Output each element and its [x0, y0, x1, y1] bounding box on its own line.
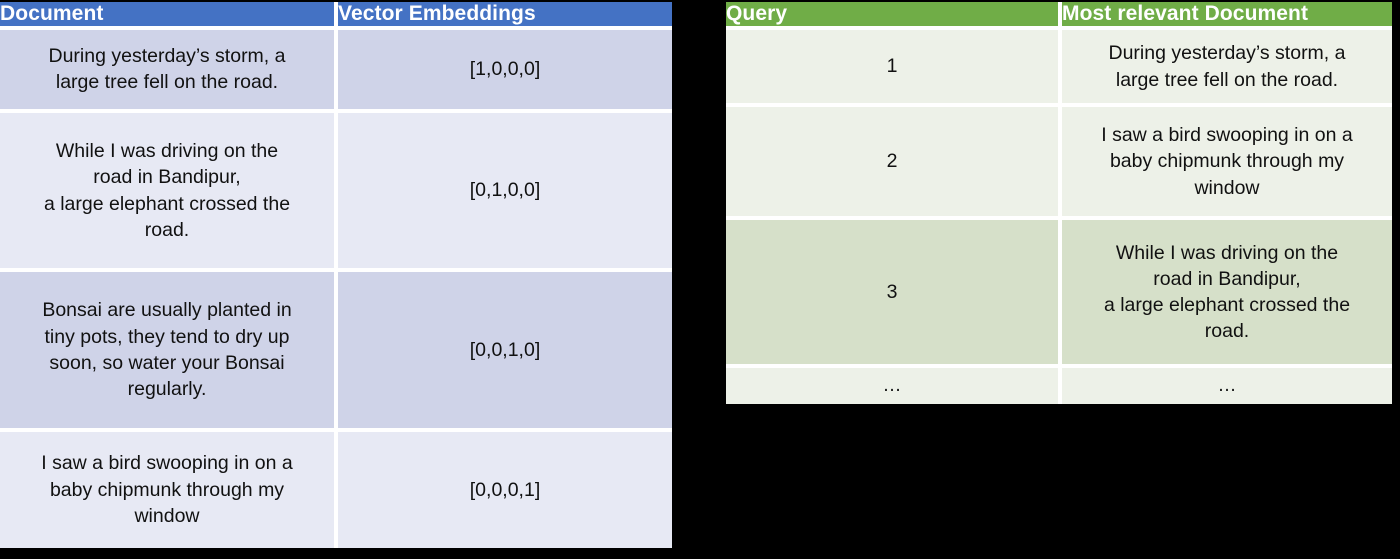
table-row: 1 During yesterday’s storm, a large tree…: [726, 26, 1392, 106]
document-embeddings-table: Document Vector Embeddings During yester…: [0, 2, 672, 548]
embedding-value-3: [0,0,1,0]: [334, 268, 672, 430]
query-relevance-table: Query Most relevant Document 1 During ye…: [726, 2, 1392, 404]
embedding-value-1: [1,0,0,0]: [334, 26, 672, 111]
embedding-value-4: [0,0,0,1]: [334, 427, 672, 548]
query-id-1: 1: [726, 26, 1060, 106]
embedding-value-2: [0,1,0,0]: [334, 108, 672, 271]
table-row: Bonsai are usually planted in tiny pots,…: [0, 268, 672, 430]
relevant-document-ellipsis: …: [1058, 364, 1392, 404]
query-table-header-row: Query Most relevant Document: [726, 2, 1392, 29]
table-row: 3 While I was driving on the road in Ban…: [726, 215, 1392, 367]
relevant-document-3: While I was driving on the road in Bandi…: [1058, 215, 1392, 367]
relevant-document-2: I saw a bird swooping in on a baby chipm…: [1058, 103, 1392, 218]
document-text-3: Bonsai are usually planted in tiny pots,…: [0, 268, 336, 430]
header-most-relevant-document: Most relevant Document: [1058, 2, 1392, 29]
document-text-2: While I was driving on the road in Bandi…: [0, 108, 336, 271]
table-row: 2 I saw a bird swooping in on a baby chi…: [726, 103, 1392, 218]
document-text-1: During yesterday’s storm, a large tree f…: [0, 26, 336, 111]
document-text-4: I saw a bird swooping in on a baby chipm…: [0, 427, 336, 548]
document-table-header-row: Document Vector Embeddings: [0, 2, 672, 29]
header-query: Query: [726, 2, 1060, 29]
table-row: While I was driving on the road in Bandi…: [0, 108, 672, 271]
table-row: I saw a bird swooping in on a baby chipm…: [0, 427, 672, 548]
query-id-2: 2: [726, 103, 1060, 218]
header-vector-embeddings: Vector Embeddings: [334, 2, 672, 29]
header-document: Document: [0, 2, 336, 29]
query-id-ellipsis: …: [726, 364, 1060, 404]
table-row: … …: [726, 364, 1392, 404]
relevant-document-1: During yesterday’s storm, a large tree f…: [1058, 26, 1392, 106]
query-id-3: 3: [726, 215, 1060, 367]
table-row: During yesterday’s storm, a large tree f…: [0, 26, 672, 111]
